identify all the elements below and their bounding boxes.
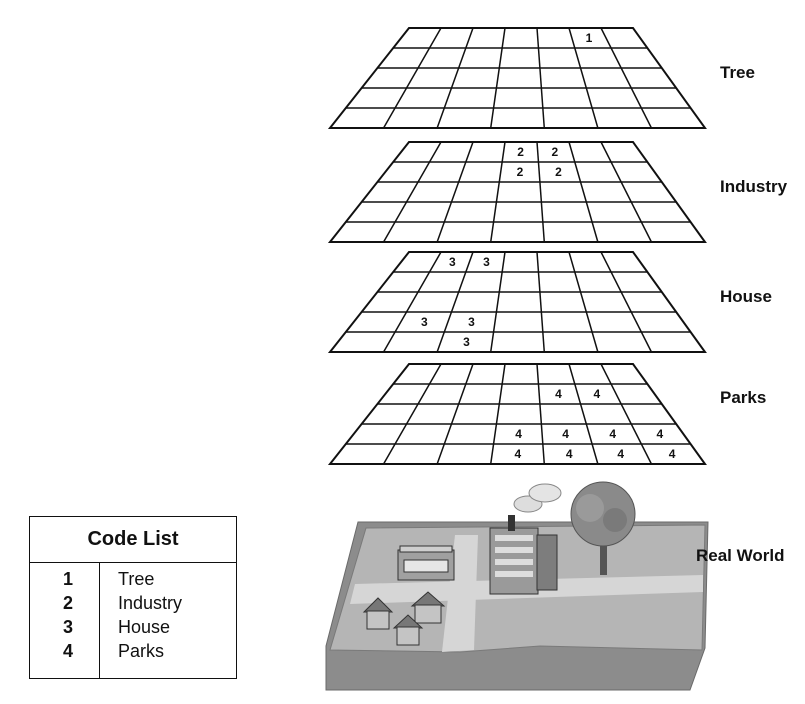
grid-col-line	[382, 363, 442, 465]
legend-rows: 1 Tree 2 Industry 3 House 4 Parks	[30, 569, 236, 665]
grid-col-line	[568, 141, 599, 243]
legend-row: 1 Tree	[30, 569, 236, 593]
grid-outline	[327, 363, 707, 465]
legend-name: Industry	[118, 593, 183, 613]
legend-divider	[99, 563, 100, 679]
road-vertical	[442, 535, 478, 652]
grid-col-line	[436, 363, 474, 465]
cell-code: 4	[594, 387, 601, 401]
cell-code: 4	[555, 387, 562, 401]
cell-code: 4	[617, 447, 624, 461]
legend-code: 4	[63, 641, 74, 661]
cell-code: 2	[517, 165, 524, 179]
grid-col-line	[436, 27, 474, 129]
grid-col-line	[568, 363, 599, 465]
cell-code: 4	[609, 427, 616, 441]
cell-code: 3	[468, 315, 475, 329]
grid-col-line	[436, 251, 474, 353]
grid-col-line	[600, 27, 653, 129]
grid-col-line	[489, 141, 506, 243]
house-icon	[410, 591, 446, 624]
legend-name: House	[118, 617, 171, 637]
layer-label: House	[720, 287, 772, 306]
grid-col-line	[436, 141, 474, 243]
grid-col-line	[382, 251, 442, 353]
legend-title: Code List	[30, 517, 236, 563]
grid-col-line	[600, 363, 653, 465]
cell-code: 4	[562, 427, 569, 441]
cell-code: 4	[669, 447, 676, 461]
grid-col-line	[536, 251, 546, 353]
cell-code: 4	[566, 447, 573, 461]
grid-col-line	[382, 27, 442, 129]
grid-outline	[327, 141, 707, 243]
grid-col-line	[568, 27, 599, 129]
tree-icon	[570, 481, 636, 575]
grid-outline	[327, 251, 707, 353]
layer-label: Parks	[720, 388, 766, 407]
shop-building	[397, 545, 455, 581]
legend-row: 2 Industry	[30, 593, 236, 617]
grid-col-line	[536, 27, 546, 129]
cell-code: 2	[551, 145, 558, 159]
cell-code: 3	[463, 335, 470, 349]
cell-code: 3	[449, 255, 456, 269]
legend-name: Tree	[118, 569, 155, 589]
legend-code: 3	[63, 617, 74, 637]
grid-col-line	[600, 141, 653, 243]
grid-col-line	[489, 27, 506, 129]
cell-code: 1	[586, 31, 593, 45]
grid-col-line	[489, 251, 506, 353]
factory-building	[489, 483, 562, 595]
code-list-legend: Code List 1 Tree 2 Industry 3 House 4 Pa…	[29, 516, 237, 679]
grid-col-line	[600, 251, 653, 353]
layer-label: Industry	[720, 177, 788, 196]
grid-col-line	[568, 251, 599, 353]
cell-code: 2	[555, 165, 562, 179]
grid-col-line	[382, 141, 442, 243]
legend-row: 3 House	[30, 617, 236, 641]
legend-code: 1	[63, 569, 74, 589]
legend-code: 2	[63, 593, 74, 613]
grid-outline	[327, 27, 707, 129]
cell-code: 3	[483, 255, 490, 269]
layer-label: Tree	[720, 63, 755, 82]
house-icon	[392, 614, 424, 646]
grid-col-line	[489, 363, 506, 465]
cell-code: 4	[515, 447, 522, 461]
legend-name: Parks	[118, 641, 165, 661]
cell-code: 4	[515, 427, 522, 441]
cell-code: 4	[657, 427, 664, 441]
real-world-label: Real World	[696, 546, 784, 565]
cell-code: 2	[517, 145, 524, 159]
grid-col-line	[536, 141, 546, 243]
house-icon	[362, 597, 394, 630]
legend-row: 4 Parks	[30, 641, 236, 665]
real-world-illustration	[325, 481, 709, 691]
grid-col-line	[536, 363, 546, 465]
cell-code: 3	[421, 315, 428, 329]
